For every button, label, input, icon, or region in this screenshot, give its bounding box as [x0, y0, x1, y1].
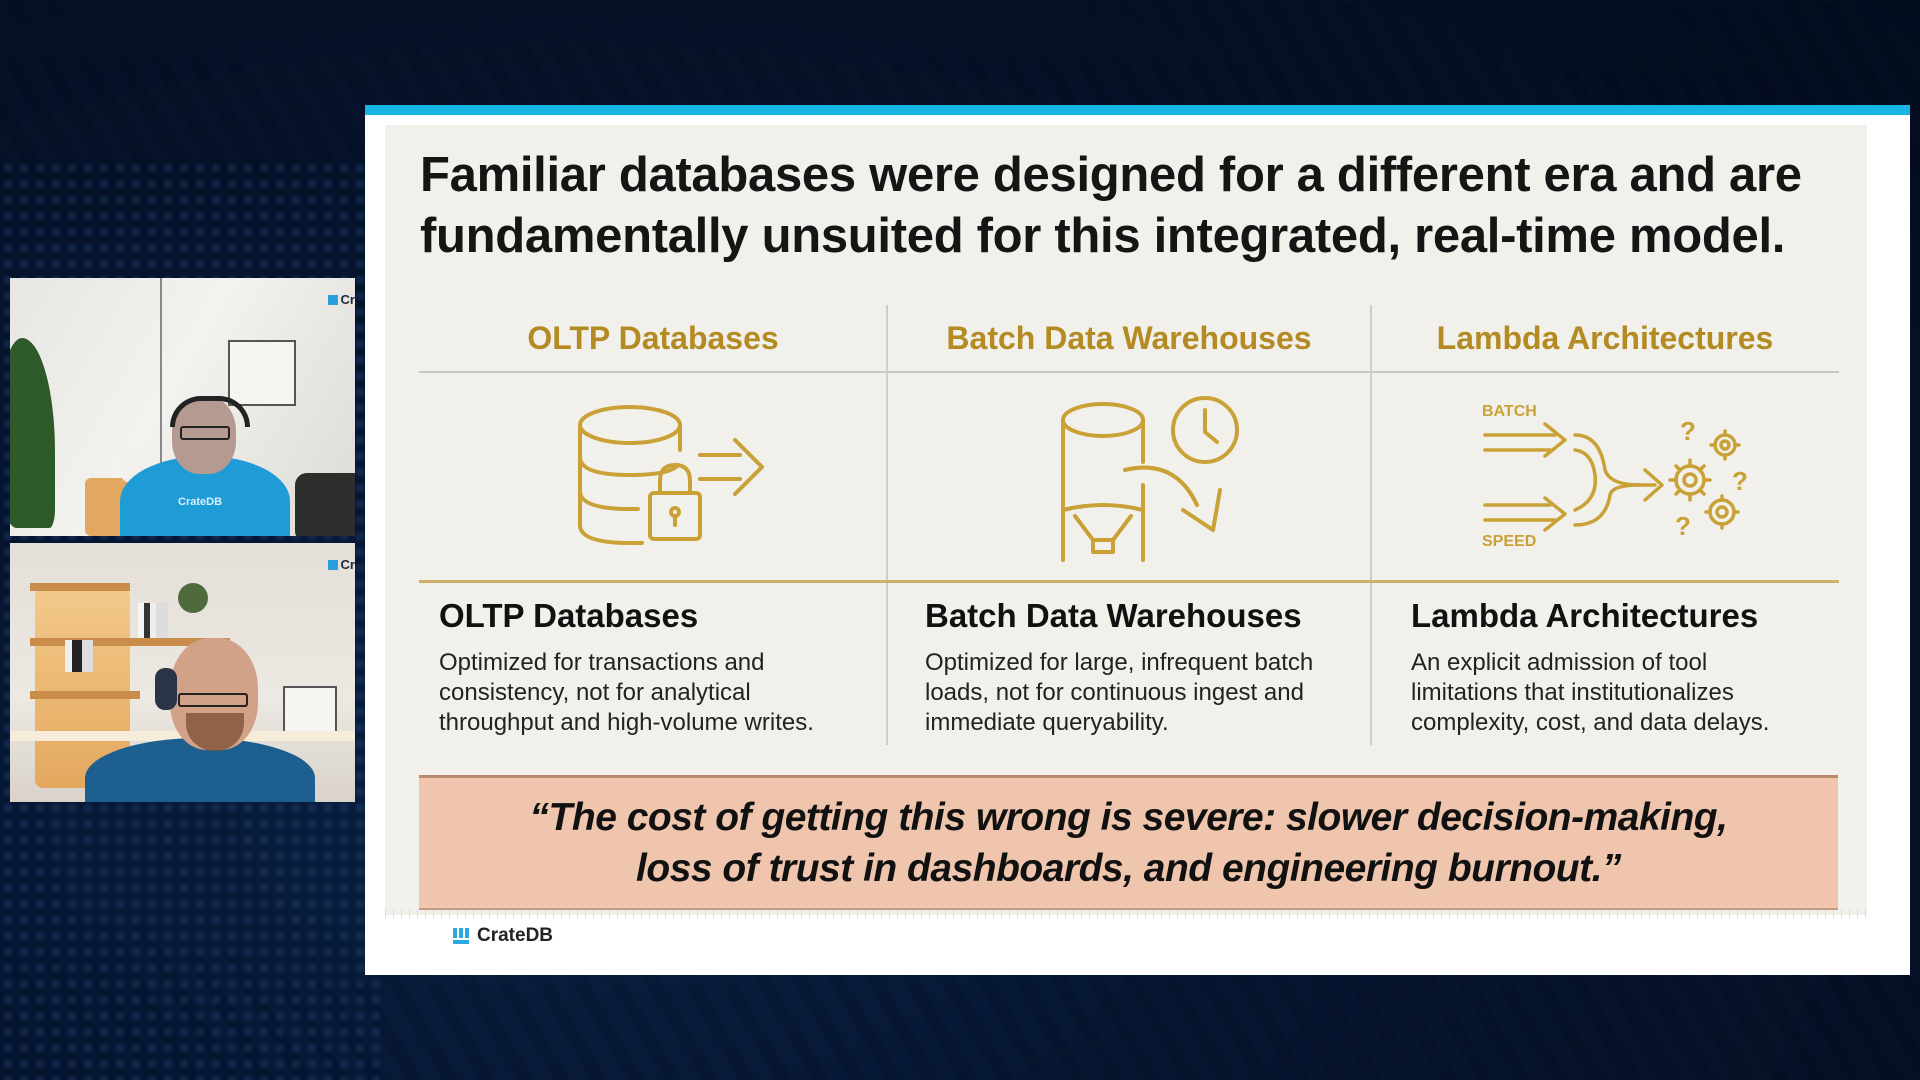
glasses	[180, 426, 230, 440]
slide-content-panel: Familiar databases were designed for a d…	[385, 125, 1867, 918]
column-header-batch: Batch Data Warehouses	[946, 320, 1312, 356]
shelf	[30, 691, 140, 699]
quote-callout: “The cost of getting this wrong is sever…	[419, 775, 1838, 910]
glasses	[178, 693, 248, 707]
cratedb-logo-icon	[327, 294, 338, 305]
slide-footer-brand: CrateDB	[453, 925, 553, 947]
shared-slide: Familiar databases were designed for a d…	[365, 105, 1910, 975]
books	[138, 603, 168, 638]
hoodie-logo: CrateDB	[178, 496, 223, 508]
icon-divider	[419, 580, 1839, 583]
bonsai	[178, 583, 208, 613]
column-divider	[1370, 305, 1372, 745]
quote-line-2: loss of trust in dashboards, and enginee…	[636, 847, 1621, 890]
speed-label: SPEED	[1482, 533, 1536, 550]
question-mark-icon: ?	[1732, 466, 1748, 496]
body-line: complexity, cost, and data delays.	[1411, 709, 1770, 736]
body-line: loads, not for continuous ingest and	[925, 679, 1304, 706]
question-mark-icon: ?	[1680, 416, 1696, 446]
quote-text: “The cost of getting this wrong is sever…	[530, 792, 1728, 894]
batch-label: BATCH	[1482, 403, 1537, 420]
database-lock-arrow-icon	[578, 405, 764, 545]
silo-clock-arrow-icon	[1061, 396, 1239, 562]
tile-brand-logo: Cr	[327, 292, 355, 307]
cratedb-logo-icon	[453, 928, 469, 944]
header-divider	[419, 371, 1839, 373]
card-title-batch: Batch Data Warehouses	[925, 597, 1302, 634]
tile-brand-logo: Cr	[327, 557, 355, 572]
question-mark-icon: ?	[1675, 511, 1691, 541]
slide-ruler-marks	[385, 910, 1867, 918]
wall-divider	[160, 278, 162, 536]
participant-video-2[interactable]: Cr	[10, 543, 355, 802]
books	[65, 640, 93, 672]
cratedb-logo-icon	[327, 559, 338, 570]
shelf	[30, 583, 130, 591]
body-line: Optimized for transactions and	[439, 649, 765, 676]
column-header-oltp: OLTP Databases	[527, 320, 779, 356]
rabbit-figurine	[122, 446, 136, 482]
wall-art-frame	[228, 340, 296, 406]
card-body-batch: Optimized for large, infrequent batch lo…	[925, 648, 1313, 738]
card-body-oltp: Optimized for transactions and consisten…	[439, 648, 814, 738]
slide-title-line-2: fundamentally unsuited for this integrat…	[420, 209, 1786, 263]
body-line: immediate queryability.	[925, 709, 1169, 736]
column-header-lambda: Lambda Architectures	[1436, 320, 1774, 356]
slide-accent-bar	[365, 105, 1910, 115]
participant-video-1[interactable]: CrateDB Cr	[10, 278, 355, 536]
body-line: limitations that institutionalizes	[1411, 679, 1734, 706]
slide-title-line-1: Familiar databases were designed for a d…	[420, 148, 1802, 202]
chair	[295, 473, 355, 536]
body-line: consistency, not for analytical	[439, 679, 751, 706]
card-title-oltp: OLTP Databases	[439, 597, 699, 634]
plant	[10, 338, 55, 528]
body-line: An explicit admission of tool	[1411, 649, 1708, 676]
headset-icon	[155, 668, 177, 710]
brand-name: CrateDB	[477, 925, 554, 946]
body-line: throughput and high-volume writes.	[439, 709, 814, 736]
quote-line-1: “The cost of getting this wrong is sever…	[529, 796, 1728, 839]
card-title-lambda: Lambda Architectures	[1411, 597, 1759, 634]
column-divider	[886, 305, 888, 745]
slide-title: Familiar databases were designed for a d…	[420, 145, 1850, 267]
body-line: Optimized for large, infrequent batch	[925, 649, 1314, 676]
batch-speed-merge-gears-icon: BATCH SPEED ? ? ?	[1482, 403, 1748, 550]
shelf	[30, 638, 230, 646]
card-body-lambda: An explicit admission of tool limitation…	[1411, 648, 1769, 738]
